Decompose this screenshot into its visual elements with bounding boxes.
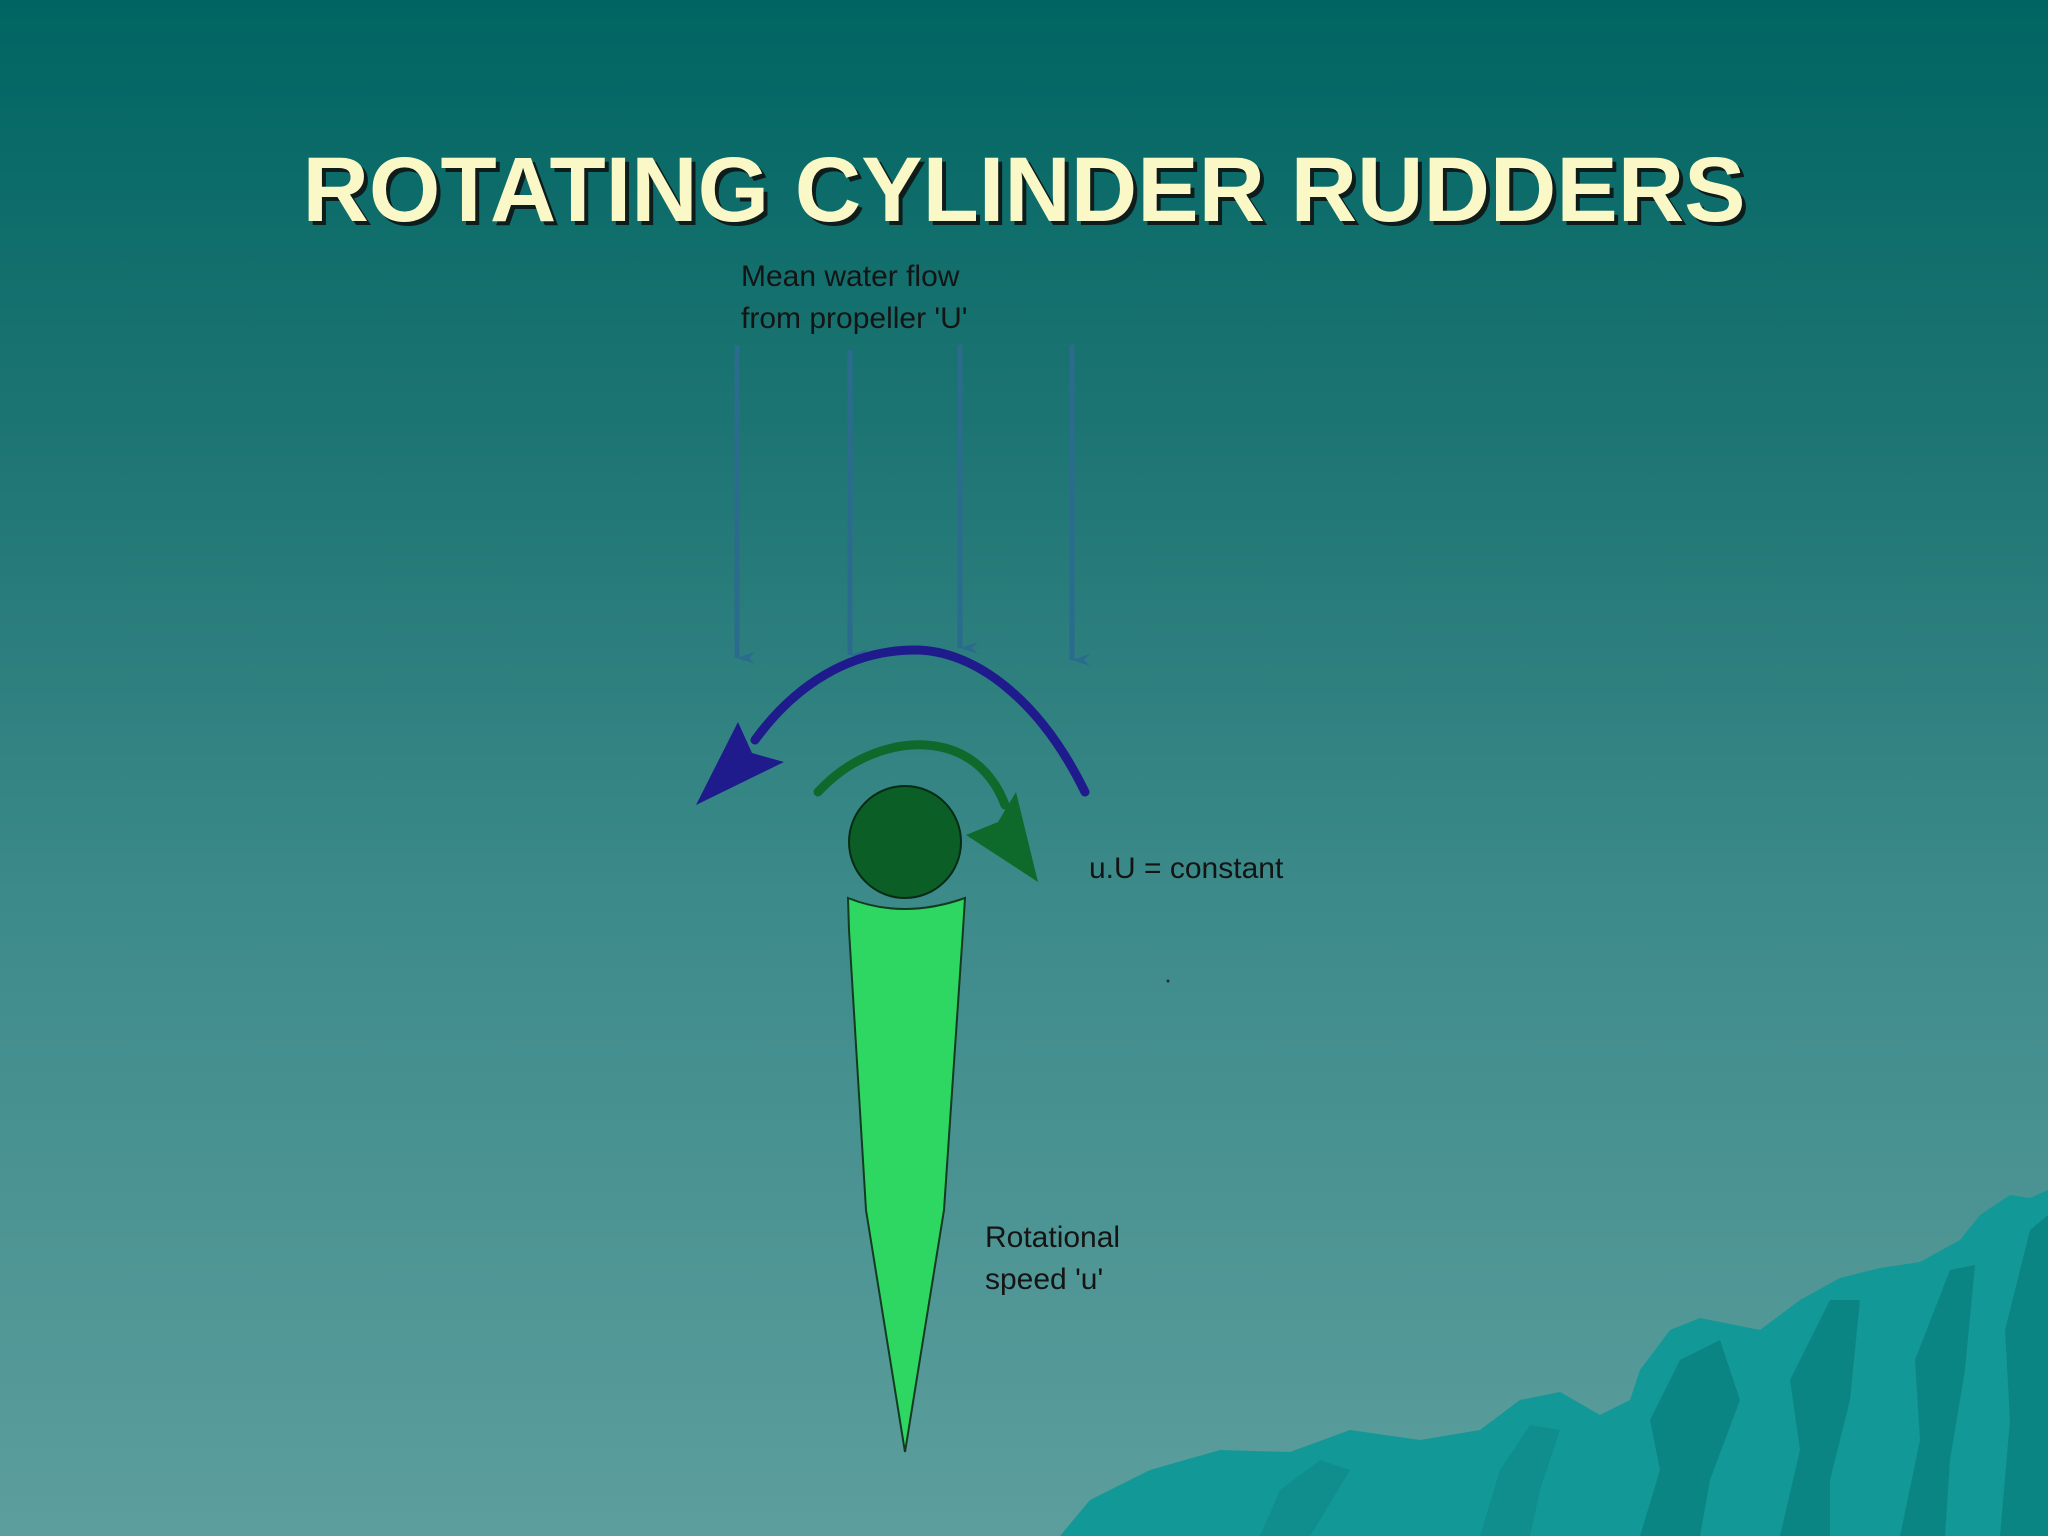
inner-rotation-arrow xyxy=(813,740,1038,882)
rotating-cylinder xyxy=(848,785,962,899)
rotational-speed-label: Rotational speed 'u' xyxy=(985,1217,1120,1301)
flow-arrows xyxy=(734,345,1090,666)
flow-label: Mean water flow from propeller 'U' xyxy=(741,256,968,340)
flow-label-line-1: Mean water flow xyxy=(741,260,960,293)
outer-rotation-arrow xyxy=(696,645,1090,805)
mountain-scenery xyxy=(1060,1190,2048,1536)
marker-dot xyxy=(1166,979,1170,983)
slide-title: ROTATING CYLINDER RUDDERS xyxy=(302,139,1746,241)
speed-label-line-2: speed 'u' xyxy=(985,1263,1104,1296)
speed-label-line-1: Rotational xyxy=(985,1221,1121,1254)
constant-label: u.U = constant xyxy=(1089,852,1284,885)
rudder-blade xyxy=(846,896,967,1453)
flow-label-line-2: from propeller 'U' xyxy=(741,302,968,335)
